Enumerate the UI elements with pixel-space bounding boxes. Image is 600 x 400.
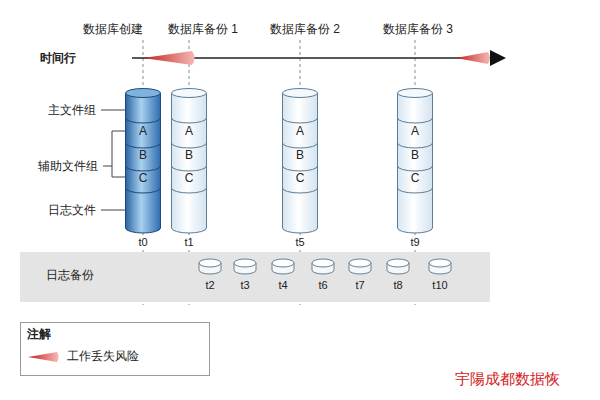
time-label: t3 [240,279,249,292]
time-label: t7 [355,279,364,292]
log-backup-disk [386,258,410,276]
legend-text: 工作丢失风险 [67,349,139,363]
risk-wedge [456,52,490,64]
database-node: ABCt0 [125,88,161,252]
filegroup-letter: C [139,171,148,185]
log-backup-disk [311,258,335,276]
log-backup-node: t3 [233,258,257,298]
risk-wedge [143,51,195,65]
event-label: 数据库备份 2 [270,22,340,36]
log-backup-band: 日志备份 t2 t3 t4 t6 t7 t8 t10 [20,252,490,302]
file-group-leaders [101,110,125,210]
time-label: t10 [432,279,447,292]
log-backup-disk [233,258,257,276]
log-backup-disk [198,258,222,276]
time-label: t4 [278,279,287,292]
log-backup-node: t4 [271,258,295,298]
log-backup-node: t6 [311,258,335,298]
timeline-arrowhead [490,50,506,66]
filegroup-label: 主文件组 [48,103,96,117]
watermark: 宇陽成都数据恢 [455,370,560,388]
axis-label: 时间行 [40,51,76,65]
time-label: t2 [205,279,214,292]
event-label: 数据库创建 [83,22,143,36]
log-backup-disk [348,258,372,276]
legend-title: 注解 [27,327,51,341]
filegroup-label: 辅助文件组 [38,159,98,173]
filegroup-letter: C [411,171,420,185]
database-node: ABCt1 [171,88,207,252]
log-backup-node: t2 [198,258,222,298]
filegroup-letter: C [296,171,305,185]
log-backup-disk [428,258,452,276]
filegroup-letter: A [139,124,147,138]
database-node: ABCt9 [397,88,433,252]
filegroup-letter: B [185,148,193,162]
legend-box: 注解工作丢失风险 [20,322,210,376]
time-label: t1 [183,236,194,249]
band-title: 日志备份 [46,268,94,282]
filegroup-letter: A [185,124,193,138]
time-label: t9 [409,236,420,249]
database-node: ABCt5 [282,88,318,252]
event-label: 数据库备份 3 [383,22,453,36]
filegroup-letter: A [411,124,419,138]
time-label: t5 [294,236,305,249]
log-backup-node: t10 [428,258,452,298]
filegroup-letter: B [411,148,419,162]
filegroup-letter: B [296,148,304,162]
time-label: t8 [393,279,402,292]
event-label: 数据库备份 1 [168,22,238,36]
filegroup-letter: A [296,124,304,138]
time-label: t0 [137,236,148,249]
time-label: t6 [318,279,327,292]
risk-wedge-sample [27,350,61,364]
log-backup-disk [271,258,295,276]
log-backup-node: t8 [386,258,410,298]
filegroup-letter: C [185,171,194,185]
log-backup-node: t7 [348,258,372,298]
filegroup-letter: B [139,148,147,162]
filegroup-label: 日志文件 [48,203,96,217]
